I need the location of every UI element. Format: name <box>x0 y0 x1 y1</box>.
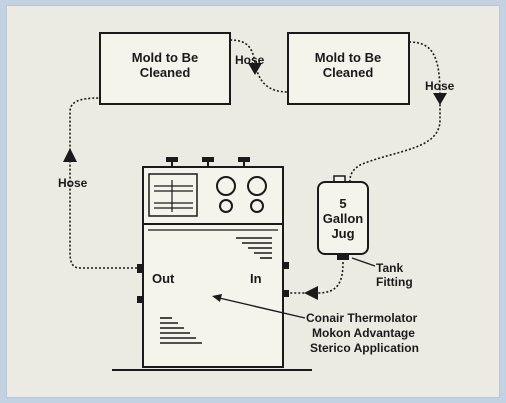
unit-caption-line1: Conair Thermolator <box>306 311 418 325</box>
hose-label-right: Hose <box>425 79 455 93</box>
unit-caption-line3: Sterico Application <box>310 341 419 355</box>
hose-jug-to-in <box>282 261 344 294</box>
unit-caption-leader-arrow <box>212 294 222 302</box>
mold-1-label-line1: Mold to Be <box>132 50 198 65</box>
hose-label-left: Hose <box>58 176 88 190</box>
hose-out-to-mold <box>69 97 145 269</box>
tank-fitting-label-line1: Tank <box>376 261 403 275</box>
hose-label-top: Hose <box>235 53 265 67</box>
tank-fitting-leader <box>351 257 376 267</box>
port-out-label: Out <box>152 271 175 286</box>
mold-2-label-line1: Mold to Be <box>315 50 381 65</box>
hose-arrow-up <box>63 148 77 162</box>
unit-caption-line2: Mokon Advantage <box>312 326 415 340</box>
unit-caption-leader <box>214 296 306 319</box>
hose-arrow-between-molds <box>248 63 262 75</box>
tank-fitting-label-line2: Fitting <box>376 275 413 289</box>
jug-label-line3: Jug <box>331 226 354 241</box>
mold-1: Mold to Be Cleaned <box>99 32 231 105</box>
port-in-label: In <box>250 271 262 286</box>
hose-between-molds <box>229 39 289 93</box>
mold-2: Mold to Be Cleaned <box>287 32 410 105</box>
thermolator-unit <box>112 157 312 371</box>
mold-2-label-line2: Cleaned <box>323 65 374 80</box>
jug-label-line1: 5 <box>339 196 346 211</box>
hose-arrow-to-jug <box>433 93 447 105</box>
hose-to-jug <box>349 41 441 182</box>
jug-label-line2: Gallon <box>323 211 364 226</box>
mold-1-label-line2: Cleaned <box>140 65 191 80</box>
hose-arrow-to-in <box>304 286 318 300</box>
five-gallon-jug: 5 Gallon Jug <box>317 175 369 260</box>
